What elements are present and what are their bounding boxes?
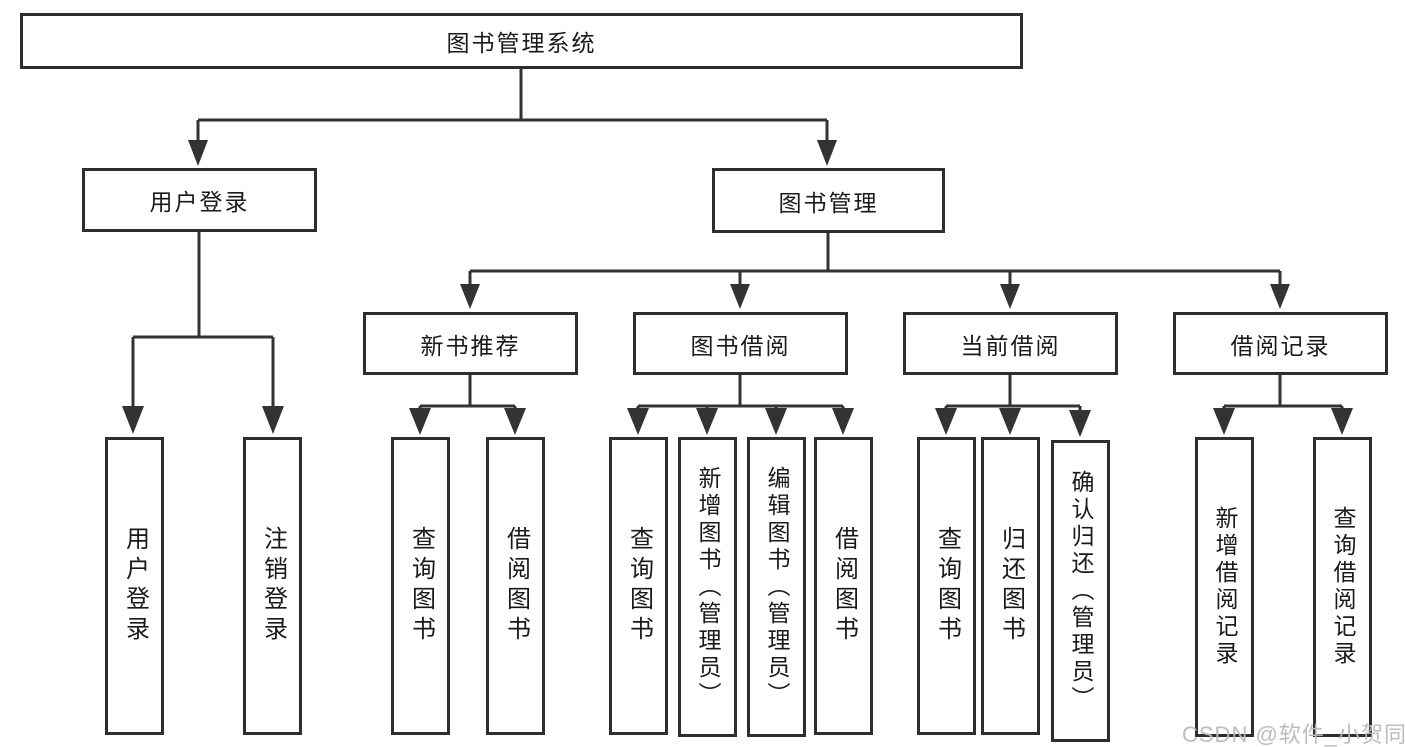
leaf-return-books: 归还图书	[981, 437, 1040, 735]
leaf-add-borrow-record: 新增借阅记录	[1195, 437, 1254, 737]
leaf-recommend-query-books: 查询图书	[391, 437, 450, 735]
leaf-borrow-borrow-books: 借阅图书	[814, 437, 873, 735]
node-book-borrow: 图书借阅	[633, 312, 848, 375]
leaf-logout: 注销登录	[243, 437, 302, 735]
leaf-borrow-query-books: 查询图书	[609, 437, 668, 735]
leaf-add-book-admin: 新增图书（管理员）	[678, 437, 737, 737]
leaf-confirm-return-admin: 确认归还（管理员）	[1051, 440, 1110, 742]
csdn-watermark: CSDN @软件_小贺同学	[1182, 722, 1405, 747]
node-new-book-recommend: 新书推荐	[363, 312, 578, 375]
node-current-borrow: 当前借阅	[903, 312, 1118, 375]
leaf-query-borrow-record: 查询借阅记录	[1313, 437, 1372, 737]
node-root-system: 图书管理系统	[20, 13, 1023, 69]
leaf-edit-book-admin: 编辑图书（管理员）	[747, 437, 806, 737]
leaf-recommend-borrow-books: 借阅图书	[486, 437, 545, 735]
leaf-user-login: 用户登录	[105, 437, 164, 735]
node-book-management-branch: 图书管理	[712, 168, 945, 233]
node-user-login-branch: 用户登录	[82, 168, 317, 232]
leaf-current-query-books: 查询图书	[917, 437, 976, 735]
node-borrow-records: 借阅记录	[1173, 312, 1388, 375]
